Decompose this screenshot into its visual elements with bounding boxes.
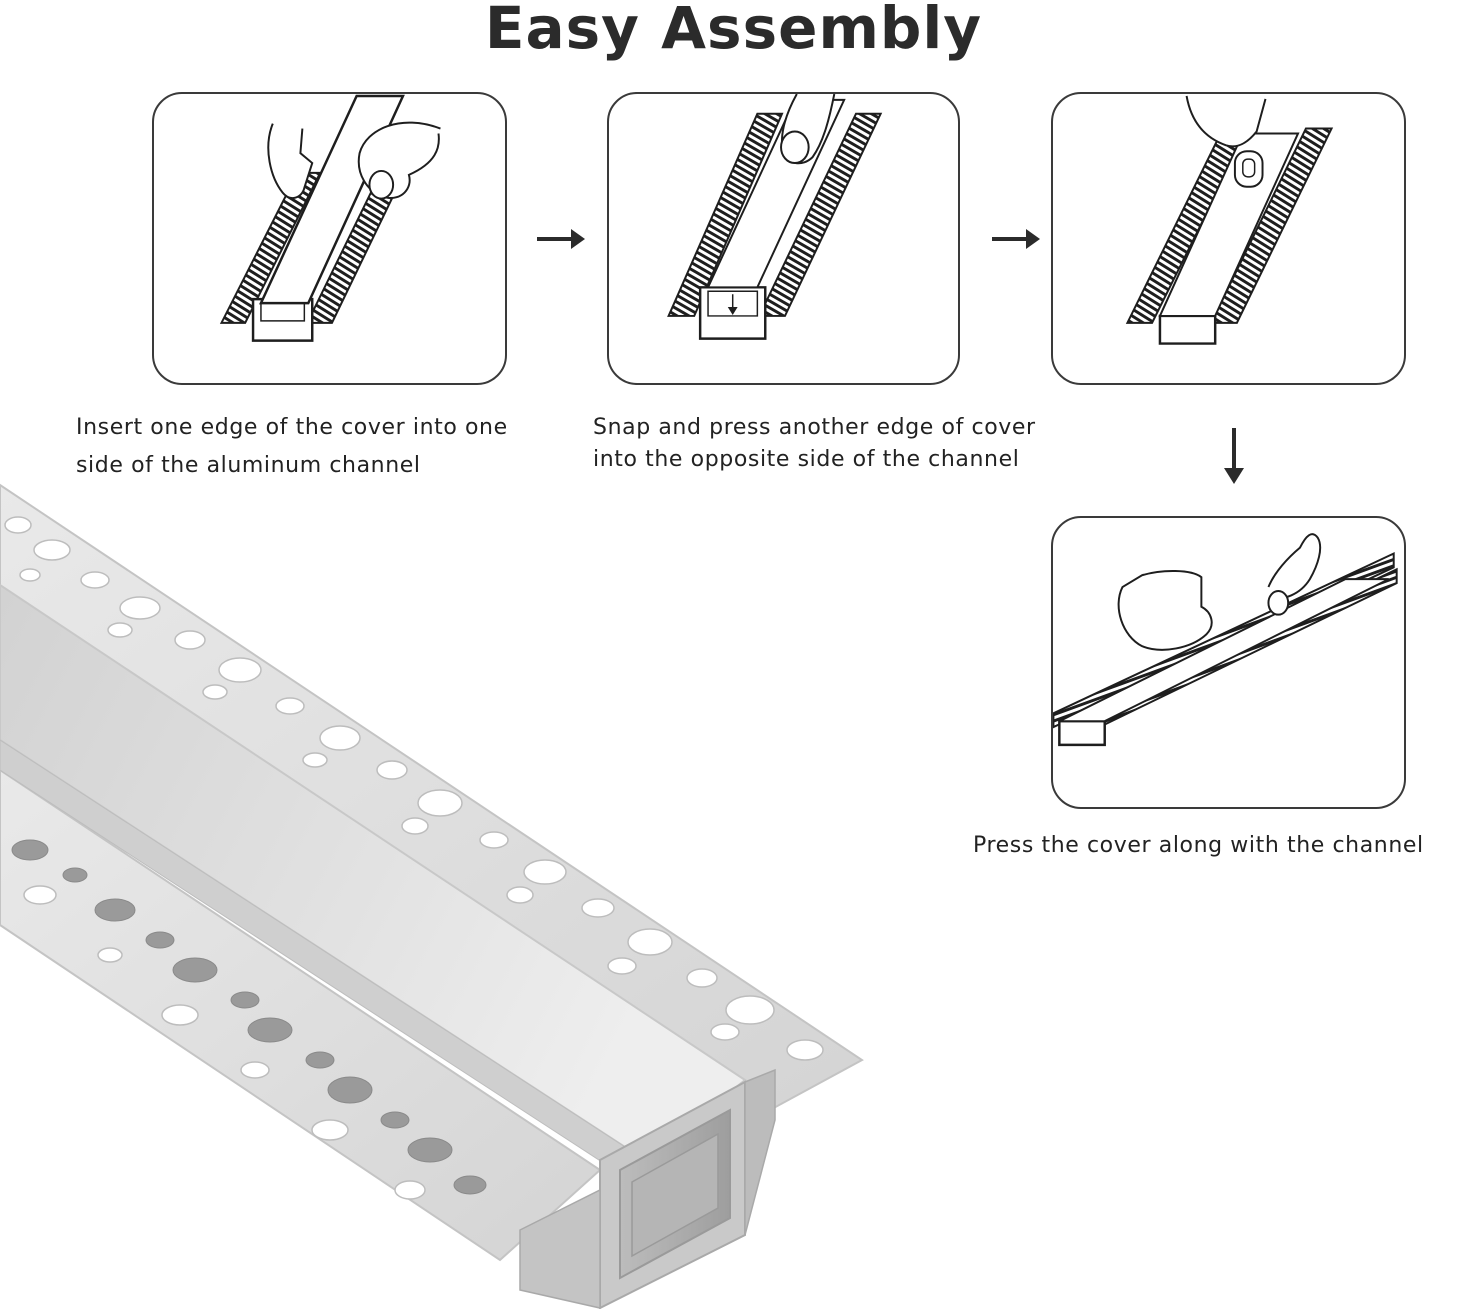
page-title: Easy Assembly: [484, 0, 983, 62]
arrow-right-icon: [992, 229, 1040, 249]
step-2-caption: Snap and press another edge of cover int…: [593, 412, 1036, 476]
step-2-drawing: [667, 94, 883, 340]
caption-line: Press the cover along with the channel: [973, 833, 1424, 858]
arrow-right-icon: [537, 229, 585, 249]
caption-line: into the opposite side of the channel: [593, 447, 1020, 472]
caption-line: side of the aluminum channel: [76, 453, 421, 478]
step-4-caption: Press the cover along with the channel: [973, 827, 1424, 865]
caption-line: Insert one edge of the cover into one: [76, 415, 508, 440]
step-1-illustration: [152, 92, 507, 385]
step-3-illustration: [1051, 92, 1406, 385]
step-4-drawing: [1053, 533, 1398, 747]
step-4-illustration: [1051, 516, 1406, 809]
aluminum-channel-product-image: [0, 483, 864, 1309]
step-2-illustration: [607, 92, 960, 385]
step-1-caption: Insert one edge of the cover into one si…: [76, 409, 508, 485]
step-1-drawing: [219, 94, 441, 342]
arrow-down-icon: [1224, 428, 1244, 484]
step-3-drawing: [1125, 95, 1334, 345]
caption-line: Snap and press another edge of cover: [593, 415, 1036, 440]
